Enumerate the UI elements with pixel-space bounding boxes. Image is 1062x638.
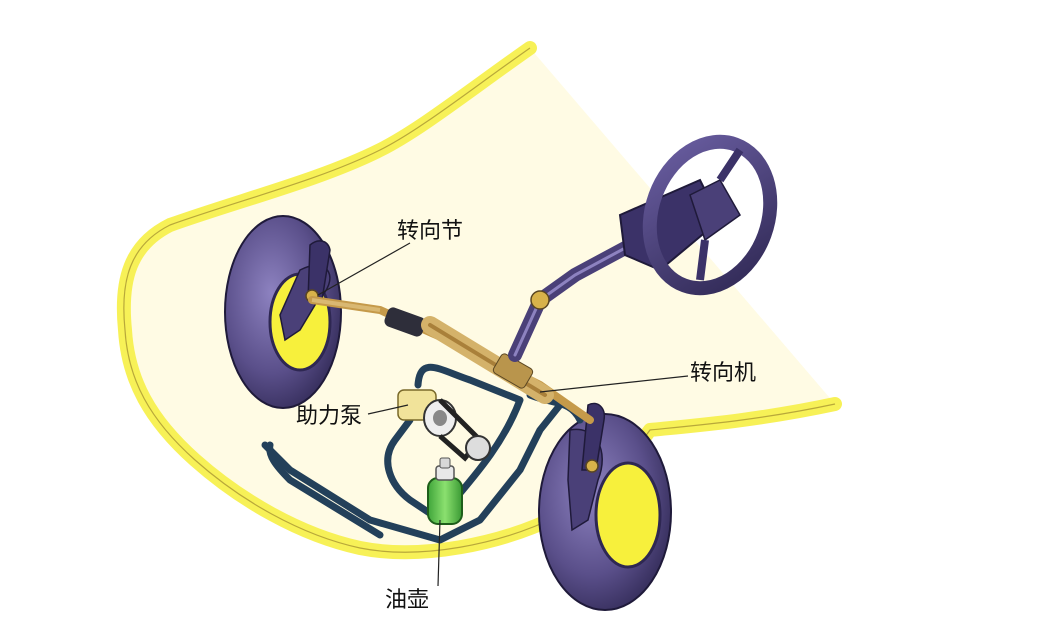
leader-knuckle	[317, 242, 411, 296]
steering-wheel	[642, 134, 778, 296]
label-oil-reservoir: 油壶	[385, 588, 430, 613]
label-power-pump: 助力泵	[296, 404, 363, 429]
label-steering-knuckle: 转向节	[397, 219, 464, 244]
right-front-wheel	[538, 402, 672, 611]
leader-lines	[317, 242, 689, 587]
oil-reservoir	[427, 457, 463, 525]
leader-reservoir	[437, 519, 441, 587]
steering-rack	[308, 296, 594, 424]
left-front-wheel	[224, 215, 342, 409]
power-steering-pump	[397, 389, 491, 462]
label-steering-gear: 转向机	[690, 361, 757, 386]
leader-pump	[367, 404, 409, 415]
leader-gear	[539, 375, 689, 393]
